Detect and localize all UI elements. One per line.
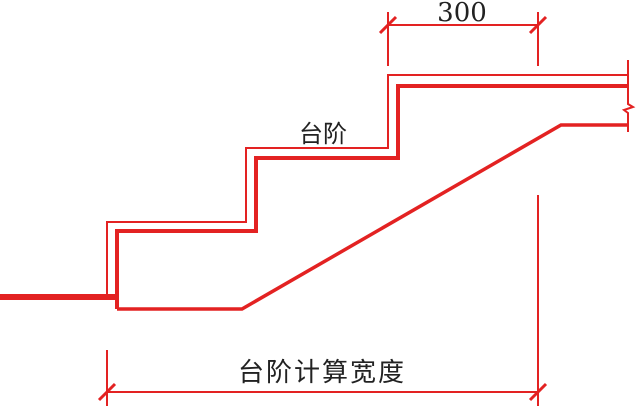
break-line-icon (621, 60, 636, 132)
calculated-width-label: 台阶计算宽度 (237, 358, 407, 388)
bottom-dimension (97, 195, 548, 406)
step-structure-outline (115, 84, 628, 309)
tread-dimension-label: 300 (437, 0, 487, 28)
step-base-slope (117, 123, 628, 311)
step-finish-outline (106, 74, 628, 296)
step-label: 台阶 (299, 120, 347, 148)
top-dimension (378, 12, 548, 66)
